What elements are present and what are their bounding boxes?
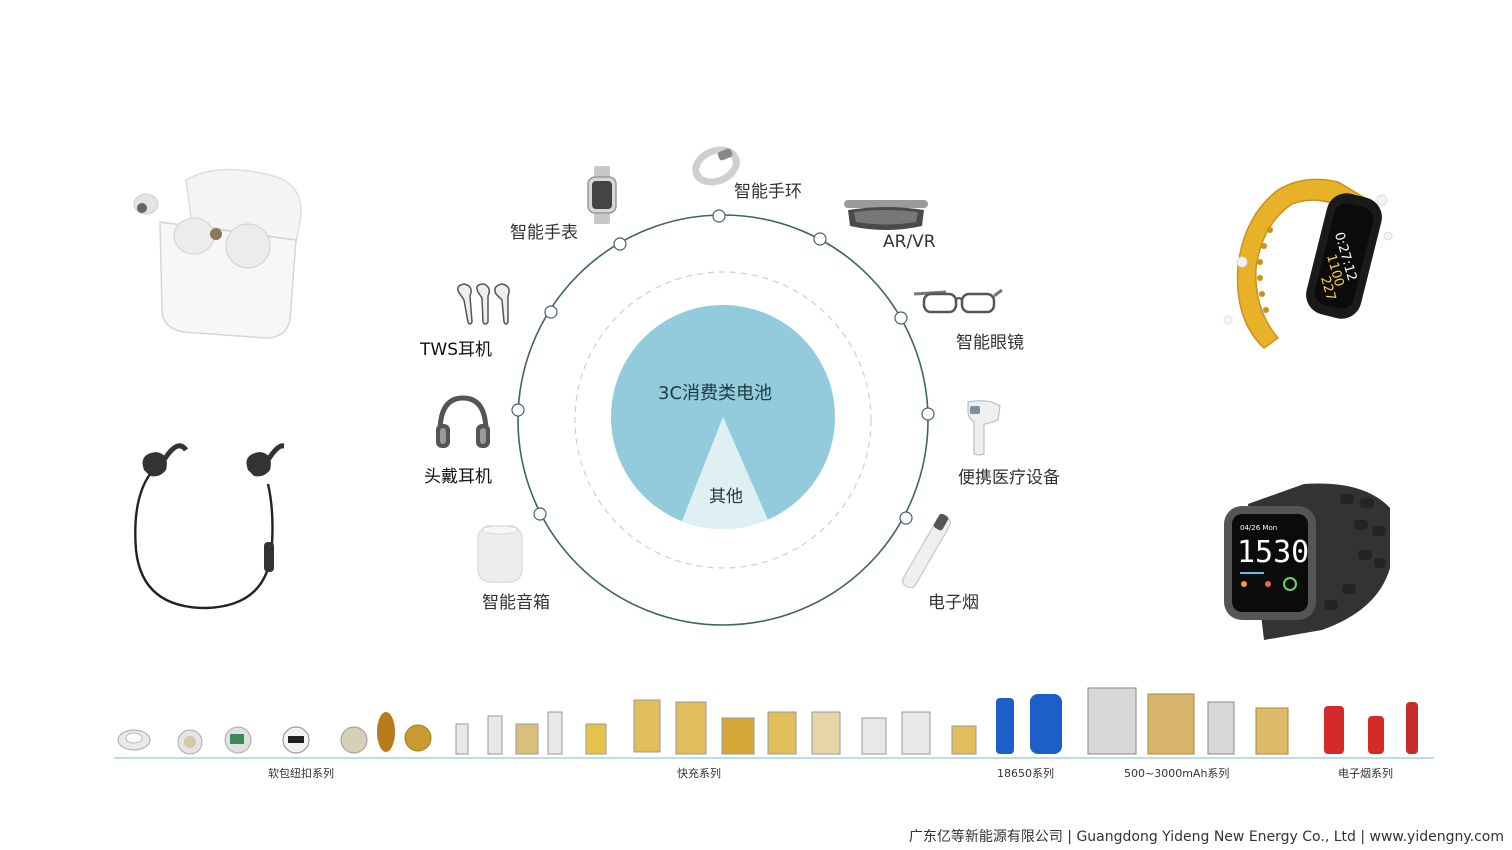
series-label-18650: 18650系列 bbox=[997, 767, 1054, 780]
ring-node bbox=[533, 507, 547, 521]
cells-e-cig bbox=[1324, 702, 1418, 754]
label-speaker: 智能音箱 bbox=[482, 593, 550, 613]
battery-strip bbox=[114, 687, 1434, 759]
tws-case-photo bbox=[120, 162, 312, 346]
series-label-500-3000: 500~3000mAh系列 bbox=[1124, 767, 1230, 780]
watch-date: 04/26 Mon bbox=[1240, 524, 1277, 532]
ring-node bbox=[921, 407, 935, 421]
headphones-icon bbox=[436, 395, 490, 448]
label-e-cig: 电子烟 bbox=[928, 593, 979, 613]
ring-node bbox=[899, 511, 913, 525]
label-medical: 便携医疗设备 bbox=[958, 468, 1060, 488]
ring-node bbox=[544, 305, 558, 319]
smart-band-icon bbox=[692, 146, 740, 186]
ring-node bbox=[813, 232, 827, 246]
label-smart-watch: 智能手表 bbox=[510, 223, 578, 243]
ring-node bbox=[712, 209, 726, 223]
smart-band-photo: 0:27:12 1100 227 bbox=[1223, 178, 1393, 349]
label-smart-glasses: 智能眼镜 bbox=[956, 333, 1024, 353]
label-tws: TWS耳机 bbox=[420, 340, 492, 360]
pie-main-label: 3C消费类电池 bbox=[658, 383, 773, 404]
speaker-icon bbox=[477, 525, 523, 583]
e-cig-icon bbox=[902, 514, 951, 588]
tws-icon bbox=[457, 283, 510, 325]
coin-cells bbox=[117, 712, 432, 755]
series-label-coin: 软包纽扣系列 bbox=[268, 767, 334, 780]
smart-watch-photo: 04/26 Mon 1530 bbox=[1224, 483, 1390, 640]
pie-other-label: 其他 bbox=[709, 487, 743, 507]
series-label-fast-charge: 快充系列 bbox=[677, 767, 721, 780]
footer-company: 广东亿等新能源有限公司 | Guangdong Yideng New Energ… bbox=[908, 829, 1504, 845]
label-smart-band: 智能手环 bbox=[734, 182, 802, 202]
ring-node bbox=[511, 403, 525, 417]
smart-watch-icon bbox=[587, 166, 617, 224]
label-headphones: 头戴耳机 bbox=[424, 467, 492, 487]
ar-vr-icon bbox=[844, 200, 928, 230]
band-line-3: 227 bbox=[1317, 275, 1338, 303]
cells-500-3000 bbox=[1087, 687, 1289, 755]
thermometer-icon bbox=[967, 400, 1001, 456]
ring-node bbox=[894, 311, 908, 325]
cells-18650 bbox=[996, 694, 1062, 754]
dashed-inner-ring bbox=[574, 271, 872, 569]
ring-node bbox=[613, 237, 627, 251]
pie-other-slice bbox=[682, 417, 768, 530]
fast-charge-cells bbox=[455, 699, 977, 755]
smart-glasses-icon bbox=[913, 288, 1003, 314]
watch-time: 1530 bbox=[1237, 535, 1309, 570]
neckband-earphones-photo bbox=[134, 443, 284, 610]
label-ar-vr: AR/VR bbox=[883, 232, 936, 252]
series-label-e-cig: 电子烟系列 bbox=[1338, 767, 1393, 780]
